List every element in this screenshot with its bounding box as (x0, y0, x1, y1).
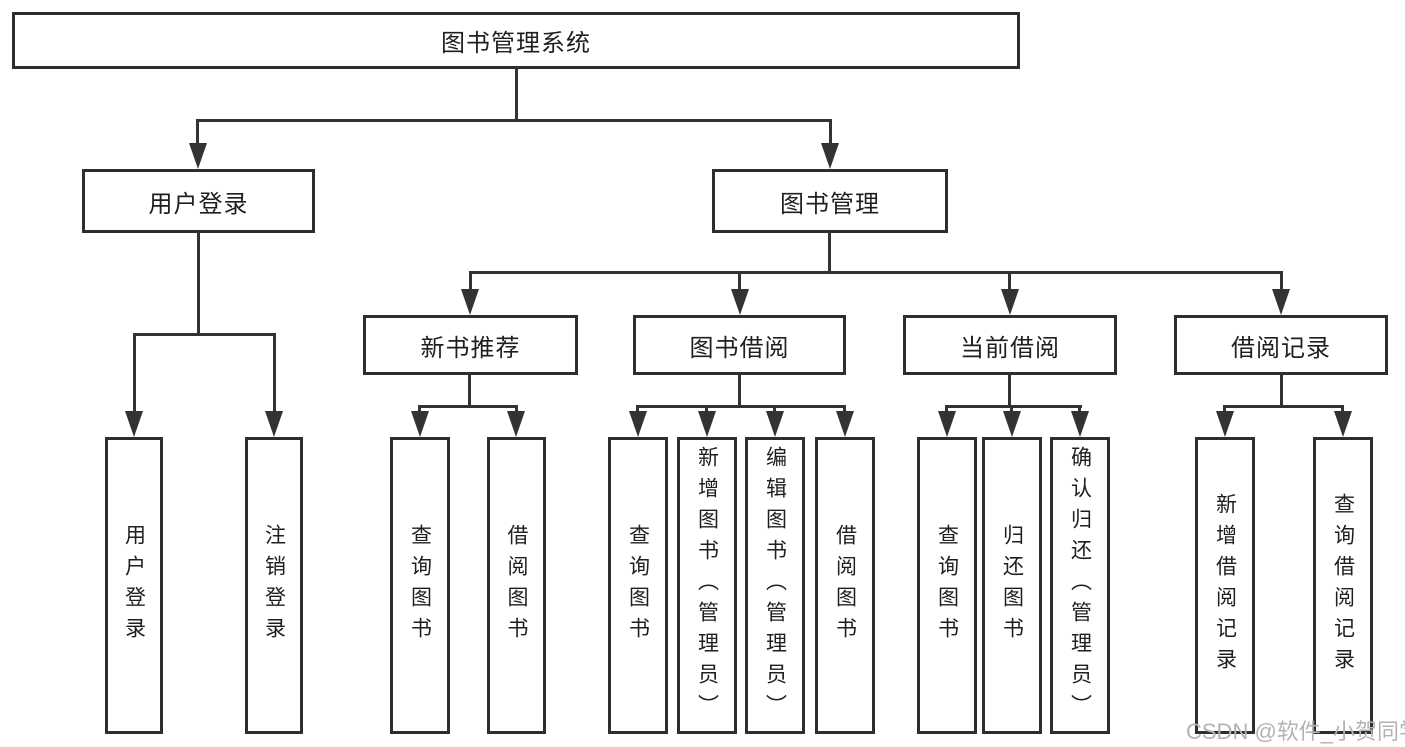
connector-line (196, 119, 199, 146)
arrow-down-icon (507, 411, 525, 437)
node-label: 注销登录 (262, 523, 286, 648)
arrow-down-icon (411, 411, 429, 437)
leaf-query-book: 查询图书 (390, 437, 450, 734)
connector-line (773, 405, 776, 414)
connector-line (1008, 375, 1011, 408)
arrow-down-icon (1216, 411, 1234, 437)
leaf-query-book: 查询图书 (917, 437, 977, 734)
connector-line (738, 271, 741, 291)
connector-line (418, 405, 421, 414)
connector-line (1280, 271, 1283, 291)
node-label: 借阅图书 (833, 523, 857, 648)
leaf-query-book: 查询图书 (608, 437, 668, 734)
arrow-down-icon (1001, 289, 1019, 315)
arrow-down-icon (629, 411, 647, 437)
connector-line (636, 405, 639, 414)
connector-line (636, 405, 846, 408)
connector-line (468, 375, 471, 408)
connector-line (1078, 405, 1081, 414)
node-user-login: 用户登录 (82, 169, 315, 233)
connector-line (1223, 405, 1226, 414)
connector-line (196, 119, 832, 122)
node-label: 查询图书 (408, 523, 432, 648)
arrow-down-icon (821, 143, 839, 169)
node-label: 编辑图书（管理员） (763, 446, 787, 725)
node-label: 新增图书（管理员） (695, 446, 719, 725)
connector-line (829, 119, 832, 146)
node-label: 查询图书 (935, 523, 959, 648)
arrow-down-icon (1272, 289, 1290, 315)
node-label: 查询图书 (626, 523, 650, 648)
leaf-return-book: 归还图书 (982, 437, 1042, 734)
connector-line (945, 405, 948, 414)
node-label: 图书借阅 (689, 334, 790, 362)
connector-line (843, 405, 846, 414)
arrow-down-icon (265, 411, 283, 437)
connector-line (197, 233, 200, 336)
connector-line (738, 375, 741, 408)
connector-line (1280, 375, 1283, 408)
node-label: 新书推荐 (420, 334, 521, 362)
node-new-book-recommendation: 新书推荐 (363, 315, 578, 375)
leaf-edit-book-admin: 编辑图书（管理员） (745, 437, 805, 734)
arrow-down-icon (1334, 411, 1352, 437)
connector-line (705, 405, 708, 414)
connector-line (469, 271, 472, 291)
arrow-down-icon (698, 411, 716, 437)
connector-line (1223, 405, 1344, 408)
node-label: 查询借阅记录 (1331, 492, 1355, 679)
node-label: 借阅图书 (505, 523, 528, 648)
node-label: 用户登录 (122, 523, 146, 648)
leaf-borrow-book: 借阅图书 (815, 437, 875, 734)
arrow-down-icon (189, 143, 207, 169)
node-borrowing-records: 借阅记录 (1174, 315, 1388, 375)
arrow-down-icon (1071, 411, 1089, 437)
node-current-borrowing: 当前借阅 (903, 315, 1117, 375)
node-label: 新增借阅记录 (1213, 492, 1237, 679)
node-label: 图书管理 (780, 190, 880, 218)
node-book-borrowing: 图书借阅 (633, 315, 846, 375)
node-book-management: 图书管理 (712, 169, 948, 233)
leaf-query-borrow-record: 查询借阅记录 (1313, 437, 1373, 734)
connector-line (419, 405, 518, 408)
arrow-down-icon (836, 411, 854, 437)
node-label: 当前借阅 (960, 334, 1060, 362)
arrow-down-icon (125, 411, 143, 437)
connector-line (1010, 405, 1013, 414)
connector-line (515, 69, 518, 122)
arrow-down-icon (938, 411, 956, 437)
node-library-management-system: 图书管理系统 (12, 12, 1020, 69)
arrow-down-icon (1003, 411, 1021, 437)
leaf-add-book-admin: 新增图书（管理员） (677, 437, 737, 734)
node-label: 借阅记录 (1231, 334, 1331, 362)
connector-line (1341, 405, 1344, 414)
arrow-down-icon (766, 411, 784, 437)
node-label: 确认归还（管理员） (1068, 446, 1092, 725)
connector-line (828, 233, 831, 274)
connector-line (469, 271, 1283, 274)
leaf-logout: 注销登录 (245, 437, 303, 734)
connector-line (133, 333, 136, 413)
leaf-user-login: 用户登录 (105, 437, 163, 734)
csdn-watermark: CSDN @软件_小贺同学 (1186, 719, 1405, 744)
connector-line (515, 405, 518, 414)
arrow-down-icon (461, 289, 479, 315)
leaf-borrow-book: 借阅图书 (487, 437, 546, 734)
node-label: 归还图书 (1000, 523, 1024, 648)
leaf-confirm-return-admin: 确认归还（管理员） (1050, 437, 1110, 734)
connector-line (273, 333, 276, 413)
node-label: 图书管理系统 (441, 30, 591, 57)
node-label: 用户登录 (148, 190, 249, 218)
connector-line (1008, 271, 1011, 291)
connector-line (133, 333, 276, 336)
leaf-add-borrow-record: 新增借阅记录 (1195, 437, 1255, 734)
arrow-down-icon (731, 289, 749, 315)
connector-line (945, 405, 1082, 408)
